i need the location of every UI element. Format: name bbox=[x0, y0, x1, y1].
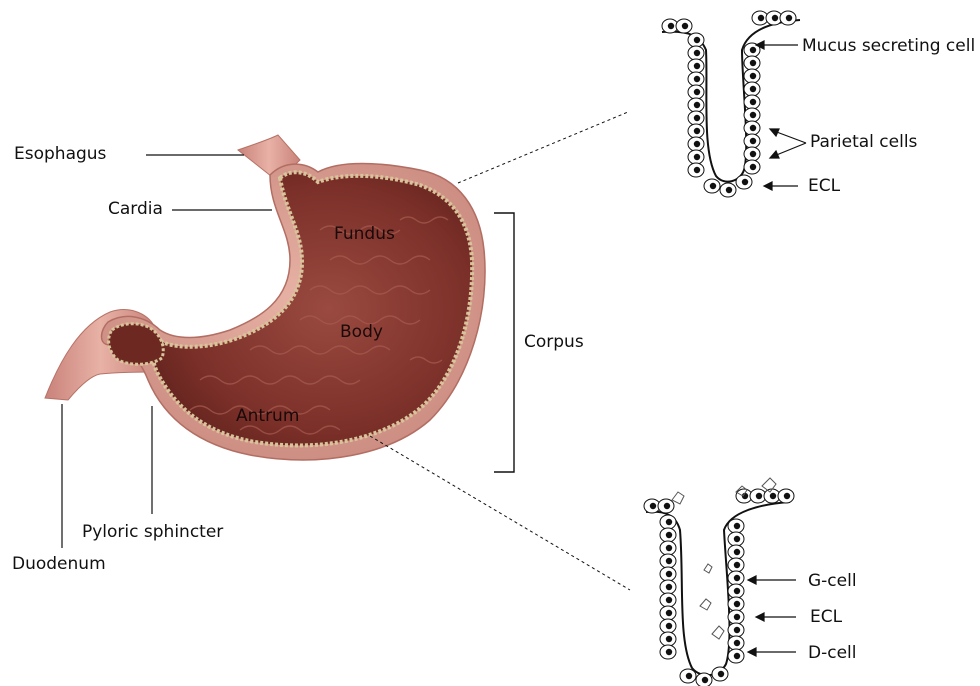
antrum-gland-connector bbox=[370, 436, 630, 590]
corpus-gland-nucleus bbox=[750, 47, 756, 53]
antrum-gland-nucleus bbox=[734, 614, 740, 620]
antrum-gland-nucleus bbox=[686, 673, 692, 679]
antrum-gland-nucleus bbox=[718, 671, 724, 677]
body-label: Body bbox=[340, 322, 383, 342]
antrum-gland-nucleus bbox=[734, 640, 740, 646]
corpus-gland-nucleus bbox=[668, 23, 674, 29]
antrum-gland-nucleus bbox=[784, 493, 790, 499]
corpus-ecl-arrowhead bbox=[764, 182, 772, 190]
antrum-gland-nucleus bbox=[702, 677, 708, 683]
corpus-gland-nucleus bbox=[726, 187, 732, 193]
corpus-gland-nucleus bbox=[710, 183, 716, 189]
corpus-gland-nucleus bbox=[694, 154, 700, 160]
corpus-gland-nucleus bbox=[750, 86, 756, 92]
parietal-arrowhead-2 bbox=[770, 151, 779, 158]
antrum-gland-nucleus bbox=[666, 545, 672, 551]
antrum-gland-nucleus bbox=[734, 549, 740, 555]
corpus-gland-nucleus bbox=[750, 125, 756, 131]
antrum-gland-nucleus bbox=[734, 588, 740, 594]
antrum-ecl-arrowhead bbox=[756, 613, 764, 621]
parietal-cells-label: Parietal cells bbox=[810, 132, 917, 152]
g-cell-arrowhead bbox=[748, 576, 756, 584]
corpus-gland-nucleus bbox=[786, 15, 792, 21]
d-cell-arrowhead bbox=[748, 648, 756, 656]
corpus-gland-nucleus bbox=[694, 115, 700, 121]
corpus-gland-nucleus bbox=[750, 112, 756, 118]
corpus-gland-connector bbox=[458, 112, 628, 183]
corpus-gland-arrows bbox=[756, 41, 806, 190]
corpus-label: Corpus bbox=[524, 332, 584, 352]
corpus-gland-nucleus bbox=[750, 60, 756, 66]
antrum-gland-nucleus bbox=[734, 536, 740, 542]
corpus-ecl-label: ECL bbox=[808, 176, 840, 196]
pyloric-sphincter-label: Pyloric sphincter bbox=[82, 522, 223, 542]
corpus-gland-nucleus bbox=[750, 164, 756, 170]
corpus-gland-nucleus bbox=[694, 167, 700, 173]
corpus-gland-nucleus bbox=[694, 76, 700, 82]
antrum-label: Antrum bbox=[236, 406, 299, 426]
duodenum-label: Duodenum bbox=[12, 554, 106, 574]
stomach-inner-cavity bbox=[153, 172, 472, 445]
antrum-gland-nucleus bbox=[666, 636, 672, 642]
fundus-label: Fundus bbox=[334, 224, 395, 244]
corpus-gland-nucleus bbox=[694, 102, 700, 108]
g-cell-label: G-cell bbox=[808, 571, 857, 591]
corpus-gland bbox=[662, 11, 806, 197]
corpus-gland-cells bbox=[662, 11, 796, 197]
antrum-gland-nucleus bbox=[756, 493, 762, 499]
parietal-arrow-2 bbox=[774, 143, 806, 156]
antrum-gland-nucleus bbox=[666, 558, 672, 564]
antrum-gland-nucleus bbox=[666, 584, 672, 590]
antrum-gland-nucleus bbox=[734, 562, 740, 568]
antrum-gland-nucleus bbox=[666, 649, 672, 655]
mucus-cell-label: Mucus secreting cell bbox=[802, 36, 975, 56]
corpus-gland-nucleus bbox=[750, 73, 756, 79]
corpus-gland-nucleus bbox=[758, 15, 764, 21]
antrum-gland-nucleus bbox=[666, 610, 672, 616]
corpus-gland-nucleus bbox=[694, 63, 700, 69]
corpus-gland-nucleus bbox=[750, 138, 756, 144]
antrum-gland-nucleus bbox=[734, 653, 740, 659]
antrum-gland-nucleus bbox=[650, 503, 656, 509]
antrum-gland-nucleus bbox=[666, 571, 672, 577]
antrum-gland-nucleus bbox=[666, 597, 672, 603]
corpus-gland-nucleus bbox=[694, 89, 700, 95]
corpus-gland-nucleus bbox=[772, 15, 778, 21]
corpus-gland-nucleus bbox=[694, 128, 700, 134]
corpus-bracket bbox=[494, 213, 514, 472]
esophagus-label: Esophagus bbox=[14, 144, 106, 164]
antrum-gland-nucleus bbox=[734, 523, 740, 529]
antrum-gland-nucleus bbox=[664, 503, 670, 509]
corpus-gland-nucleus bbox=[694, 37, 700, 43]
parietal-arrow-1 bbox=[774, 131, 806, 143]
antrum-ecl-label: ECL bbox=[810, 607, 842, 627]
antrum-gland-nucleus bbox=[666, 532, 672, 538]
cardia-label: Cardia bbox=[108, 199, 163, 219]
parietal-arrowhead-1 bbox=[770, 129, 779, 136]
antrum-gland-nucleus bbox=[734, 627, 740, 633]
antrum-gland-arrows bbox=[748, 576, 796, 656]
antrum-gland-nucleus bbox=[666, 519, 672, 525]
antrum-gland-cells bbox=[644, 489, 794, 686]
corpus-gland-nucleus bbox=[750, 99, 756, 105]
corpus-gland-nucleus bbox=[694, 141, 700, 147]
antrum-gland bbox=[644, 478, 796, 686]
antrum-gland-nucleus bbox=[734, 601, 740, 607]
d-cell-label: D-cell bbox=[808, 643, 856, 663]
corpus-gland-nucleus bbox=[682, 23, 688, 29]
corpus-gland-nucleus bbox=[750, 151, 756, 157]
corpus-gland-nucleus bbox=[742, 179, 748, 185]
antrum-gland-nucleus bbox=[666, 623, 672, 629]
antrum-gland-nucleus bbox=[734, 575, 740, 581]
antrum-gland-nucleus bbox=[770, 493, 776, 499]
corpus-gland-nucleus bbox=[694, 50, 700, 56]
